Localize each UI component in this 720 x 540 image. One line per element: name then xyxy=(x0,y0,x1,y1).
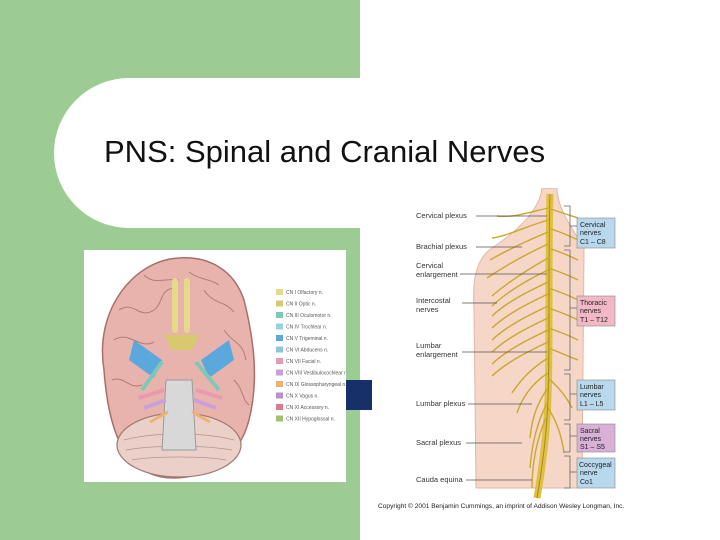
svg-text:Co1: Co1 xyxy=(580,479,593,486)
spine-illustration: Cervical plexus Brachial plexus Cervical… xyxy=(378,187,624,510)
legend-label: CN IX Glossopharyngeal n. xyxy=(286,382,346,388)
legend-swatch xyxy=(276,358,283,364)
label-leader-lines xyxy=(460,215,547,481)
legend-swatch xyxy=(276,289,283,295)
legend-label: CN VI Abducens n. xyxy=(286,348,328,354)
legend-swatch xyxy=(276,369,283,376)
legend-swatch xyxy=(276,312,283,318)
legend-swatch xyxy=(276,381,283,387)
region-box-cervical: Cervical nerves C1 – C8 xyxy=(576,217,616,249)
legend-label: CN VIII Vestibulocochlear n. xyxy=(286,371,346,377)
legend-swatch xyxy=(276,415,283,422)
optic-chiasm xyxy=(164,335,199,350)
legend-label: CN IV Trochlear n. xyxy=(286,325,327,331)
olfactory-nerve xyxy=(172,278,178,333)
svg-text:nerves: nerves xyxy=(580,392,602,399)
legend-swatch xyxy=(276,323,283,330)
svg-text:nerves: nerves xyxy=(580,436,602,443)
trigeminal-nerve-left xyxy=(129,340,162,378)
svg-text:Cervical: Cervical xyxy=(580,222,606,229)
cranial-nerve-legend: CN I Olfactory n. CN II Optic n. CN III Oc… xyxy=(276,289,348,423)
gyri-lines xyxy=(111,271,250,406)
trigeminal-nerve-right xyxy=(201,340,234,378)
svg-text:L1 – L5: L1 – L5 xyxy=(580,401,603,408)
label-lumbar-enlargement-1: Lumbar xyxy=(416,341,442,350)
legend-label: CN V Trigeminal n. xyxy=(286,336,328,342)
svg-text:Thoracic: Thoracic xyxy=(580,300,607,307)
label-cervical-enlargement-2: enlargement xyxy=(416,270,459,279)
copyright-note: Copyright © 2001 Benjamin Cummings, an i… xyxy=(378,502,624,510)
spinal-nerve-branches xyxy=(486,207,579,489)
svg-text:nerves: nerves xyxy=(580,308,602,315)
body-silhouette xyxy=(473,187,585,489)
legend-swatch xyxy=(276,300,283,307)
label-lumbar-plexus: Lumbar plexus xyxy=(416,399,465,408)
brain-illustration: CN I Olfactory n. CN II Optic n. CN III Oc… xyxy=(101,257,348,479)
label-intercostal-2: nerves xyxy=(416,305,439,314)
legend-label: CN I Olfactory n. xyxy=(286,290,323,296)
svg-text:Sacral: Sacral xyxy=(580,428,600,435)
label-cervical-enlargement-1: Cervical xyxy=(416,261,443,270)
svg-text:Lumbar: Lumbar xyxy=(580,384,604,391)
cranial-nerves-figure: CN I Olfactory n. CN II Optic n. CN III Oc… xyxy=(84,250,348,482)
legend-swatch xyxy=(276,346,283,353)
svg-text:T1 – T12: T1 – T12 xyxy=(580,317,608,324)
region-box-coccygeal: Coccygeal nerve Co1 xyxy=(576,457,616,489)
region-box-sacral: Sacral nerves S1 – S5 xyxy=(576,423,616,453)
region-box-lumbar: Lumbar nerves L1 – L5 xyxy=(576,379,616,411)
legend-label: CN XII Hypoglossal n. xyxy=(286,417,335,423)
region-box-thoracic: Thoracic nerves T1 – T12 xyxy=(576,295,616,327)
label-sacral-plexus: Sacral plexus xyxy=(416,438,461,447)
svg-text:nerves: nerves xyxy=(580,230,602,237)
svg-text:Coccygeal: Coccygeal xyxy=(579,462,612,469)
legend-swatch xyxy=(276,335,283,341)
svg-text:C1 – C8: C1 – C8 xyxy=(580,239,606,246)
label-brachial-plexus: Brachial plexus xyxy=(416,242,467,251)
label-cauda-equina: Cauda equina xyxy=(416,475,464,484)
legend-label: CN X Vagus n. xyxy=(286,394,319,400)
spinal-nerves-figure: Cervical plexus Brachial plexus Cervical… xyxy=(372,187,672,514)
slide-title: PNS: Spinal and Cranial Nerves xyxy=(104,134,546,169)
legend-swatch xyxy=(276,392,283,399)
label-intercostal-1: Intercostal xyxy=(416,296,451,305)
legend-label: CN VII Facial n. xyxy=(286,359,321,365)
brainstem xyxy=(161,379,197,451)
svg-text:S1 – S5: S1 – S5 xyxy=(580,444,605,451)
legend-swatch xyxy=(276,404,283,410)
region-brackets xyxy=(564,205,577,489)
legend-label: CN XI Accessory n. xyxy=(286,405,329,411)
label-cervical-plexus: Cervical plexus xyxy=(416,211,467,220)
label-lumbar-enlargement-2: enlargement xyxy=(416,350,459,359)
svg-text:nerve: nerve xyxy=(580,470,598,477)
legend-label: CN III Oculomotor n. xyxy=(286,313,332,319)
legend-label: CN II Optic n. xyxy=(286,302,316,308)
